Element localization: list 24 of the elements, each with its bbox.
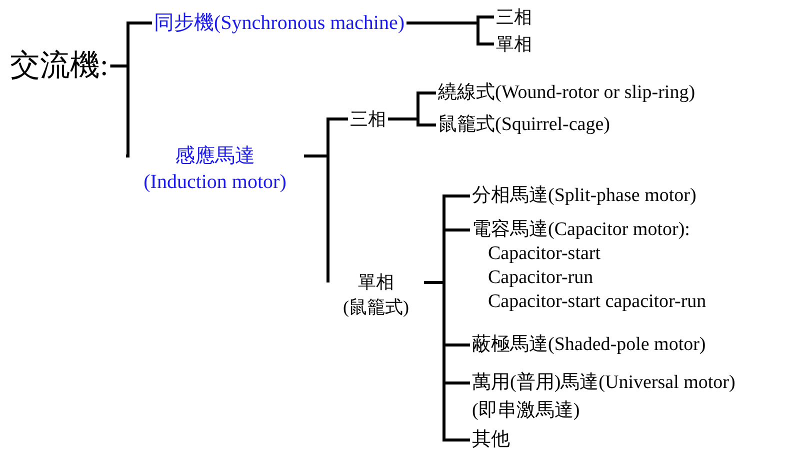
bracket-connector <box>110 64 130 158</box>
category-label: (即串激馬達) <box>472 399 580 423</box>
bracket-connector <box>388 118 436 126</box>
category-label: (Induction motor) <box>144 170 286 195</box>
category-label: 鼠籠式(Squirrel-cage) <box>438 113 610 137</box>
category-label: (鼠籠式) <box>343 296 409 319</box>
category-label: 交流機: <box>10 48 108 84</box>
category-label: 單相 <box>358 271 394 294</box>
category-label: 感應馬達 <box>175 144 255 169</box>
category-label: 電容馬達(Capacitor motor): <box>472 218 690 242</box>
category-label: 繞線式(Wound-rotor or slip-ring) <box>438 81 696 105</box>
category-label: 其他 <box>472 428 510 452</box>
category-label: 蔽極馬達(Shaded-pole motor) <box>472 333 706 357</box>
category-label: 同步機(Synchronous machine) <box>154 11 405 36</box>
category-label: Capacitor-start capacitor-run <box>488 290 706 314</box>
category-label: 單相 <box>496 33 532 55</box>
category-label: 萬用(普用)馬達(Universal motor) <box>472 370 736 395</box>
category-label: 三相 <box>350 108 386 131</box>
category-label: Capacitor-start <box>488 242 601 266</box>
bracket-connector <box>304 154 330 284</box>
bracket-connector <box>406 22 494 46</box>
category-label: 三相 <box>496 6 532 28</box>
category-label: 分相馬達(Split-phase motor) <box>472 184 696 208</box>
category-label: Capacitor-run <box>488 266 594 290</box>
